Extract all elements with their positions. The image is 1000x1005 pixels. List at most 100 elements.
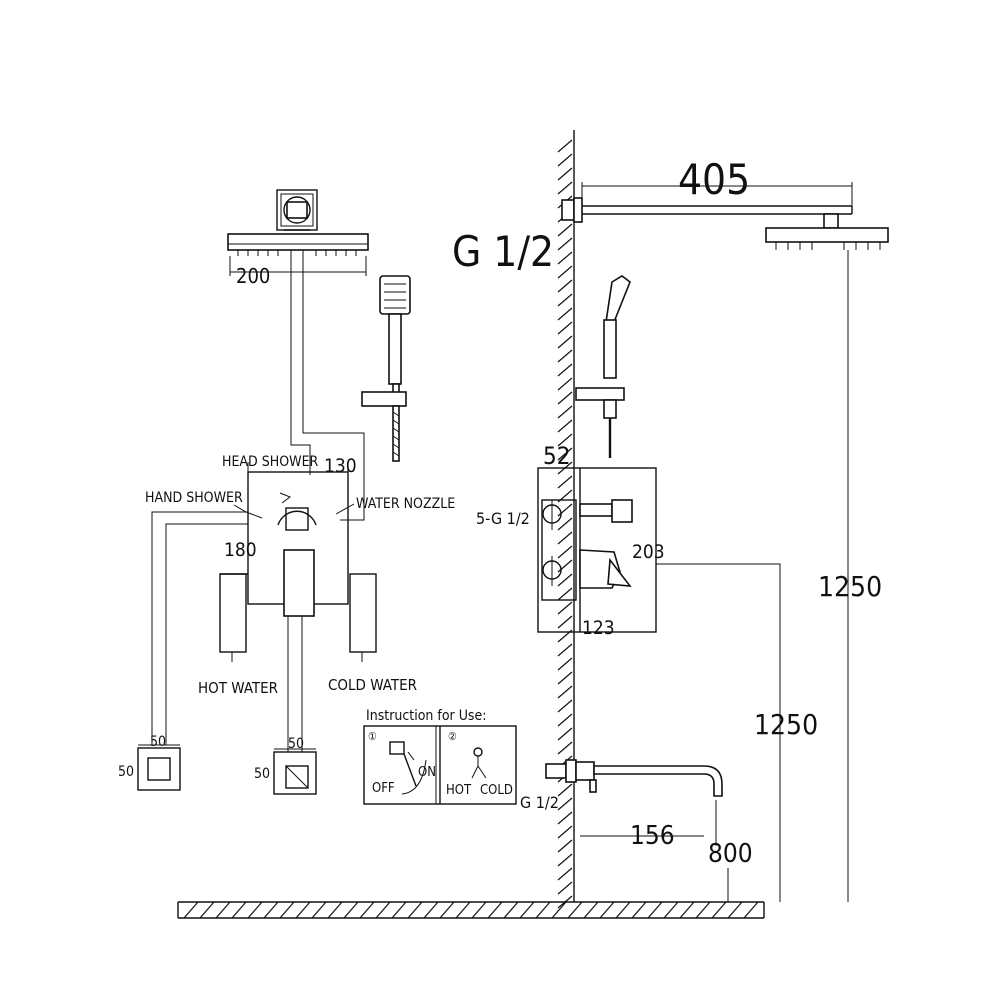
floor-hatch-line xyxy=(711,901,727,919)
shower-arm xyxy=(561,197,853,229)
floor-hatch-line xyxy=(327,901,343,919)
hand-shower xyxy=(361,275,411,462)
label-cold-water: COLD WATER xyxy=(328,676,417,694)
wall-hatch-line xyxy=(557,727,573,741)
front-view: 200 xyxy=(118,189,517,805)
label-g12-top: G 1/2 xyxy=(452,227,554,276)
wall-hatch-line xyxy=(557,251,573,265)
label-on: ON xyxy=(418,765,436,780)
floor-hatch-line xyxy=(279,901,295,919)
wall-hatch-line xyxy=(557,671,573,685)
dim-405: 405 xyxy=(678,155,750,204)
floor-hatch-line xyxy=(231,901,247,919)
floor-hatch-line xyxy=(551,901,567,919)
wall-hatch-line xyxy=(557,657,573,671)
floor-hatch-line xyxy=(519,901,535,919)
wall-hatch-line xyxy=(557,601,573,615)
wall-hatch-line xyxy=(557,223,573,237)
floor-hatch-line xyxy=(663,901,679,919)
wall-hatch-line xyxy=(557,265,573,279)
label-head-shower: HEAD SHOWER xyxy=(222,454,319,470)
wall-hatch-line xyxy=(557,811,573,825)
wall-hatch-line xyxy=(557,377,573,391)
floor-hatch-line xyxy=(679,901,695,919)
floor-hatch-line xyxy=(311,901,327,919)
wall-hatch-line xyxy=(557,517,573,531)
dim-52: 52 xyxy=(543,442,570,470)
dim-180: 180 xyxy=(224,539,257,561)
floor-hatch-line xyxy=(263,901,279,919)
floor-hatch-line xyxy=(743,901,759,919)
wall-hatch-line xyxy=(557,181,573,195)
label-hand-shower: HAND SHOWER xyxy=(145,490,243,506)
label-5-g12: 5-G 1/2 xyxy=(476,509,530,528)
floor-hatch-line xyxy=(391,901,407,919)
wall-hatch-line xyxy=(557,587,573,601)
floor-hatch-line xyxy=(503,901,519,919)
step-2: ② xyxy=(448,730,457,743)
diverter-valve xyxy=(219,471,377,653)
tub-spout xyxy=(545,759,723,797)
instruction-title: Instruction for Use: xyxy=(366,708,487,724)
wall-hatch-line xyxy=(557,545,573,559)
wall-hatch-line xyxy=(557,825,573,839)
dim-130: 130 xyxy=(324,455,357,477)
head-shower-bracket xyxy=(276,189,318,231)
wall-hatch-line xyxy=(557,391,573,405)
floor-hatch-line xyxy=(343,901,359,919)
floor-hatch-line xyxy=(407,901,423,919)
floor-hatch-line xyxy=(727,901,743,919)
dim-50-a-top: 50 xyxy=(150,734,166,750)
wall-hatch-line xyxy=(557,797,573,811)
wall-hatch-line xyxy=(557,307,573,321)
label-off: OFF xyxy=(372,781,395,796)
floor-hatch-line xyxy=(599,901,615,919)
floor-hatch-line xyxy=(295,901,311,919)
wall-hatch-line xyxy=(557,433,573,447)
wall-hatch-line xyxy=(557,321,573,335)
floor-hatch-line xyxy=(423,901,439,919)
wall-hatch-line xyxy=(557,685,573,699)
instruction-panel: Instruction for Use: ① ② OFF ON HOT COLD xyxy=(363,708,517,805)
floor-hatch-line xyxy=(615,901,631,919)
side-view: 405 G 1/2 1250 xyxy=(177,130,889,919)
wall-hatch-line xyxy=(557,293,573,307)
floor-hatch-line xyxy=(359,901,375,919)
floor-hatch-line xyxy=(247,901,263,919)
floor-hatch-line xyxy=(183,901,199,919)
floor-hatch-line xyxy=(487,901,503,919)
dim-50-b-side: 50 xyxy=(254,766,270,782)
wall-hatch-line xyxy=(557,699,573,713)
label-hot: HOT xyxy=(446,783,472,798)
dim-123: 123 xyxy=(582,617,615,639)
wall-hatch-line xyxy=(557,419,573,433)
dim-50-b-top: 50 xyxy=(288,736,304,752)
label-water-nozzle: WATER NOZZLE xyxy=(356,496,455,512)
dim-200: 200 xyxy=(236,264,270,288)
wall-hatch-line xyxy=(557,615,573,629)
head-shower-plate xyxy=(227,233,369,256)
floor-hatch-line xyxy=(695,901,711,919)
label-hot-water: HOT WATER xyxy=(198,679,278,697)
floor-hatch-line xyxy=(631,901,647,919)
head-shower-outlet-box: 50 50 xyxy=(254,736,317,795)
mixer-valve-box xyxy=(537,467,657,633)
dim-1250-mid: 1250 xyxy=(754,708,818,741)
wall-hatch-line xyxy=(557,335,573,349)
label-cold: COLD xyxy=(480,783,513,798)
wall-hatch-line xyxy=(557,867,573,881)
floor-hatch-line xyxy=(439,901,455,919)
wall-hatch-line xyxy=(557,363,573,377)
dim-800: 800 xyxy=(708,839,753,869)
floor-hatch-line xyxy=(583,901,599,919)
wall-hatch-line xyxy=(557,447,573,461)
dim-50-a-side: 50 xyxy=(118,764,134,780)
dim-1250-right: 1250 xyxy=(818,570,882,603)
wall-hatch-line xyxy=(557,237,573,251)
handle-icon xyxy=(473,747,483,757)
wall-hatch-line xyxy=(557,713,573,727)
wall-hatch-line xyxy=(557,853,573,867)
wall-hatch-line xyxy=(557,783,573,797)
wall-hatch-line xyxy=(557,349,573,363)
